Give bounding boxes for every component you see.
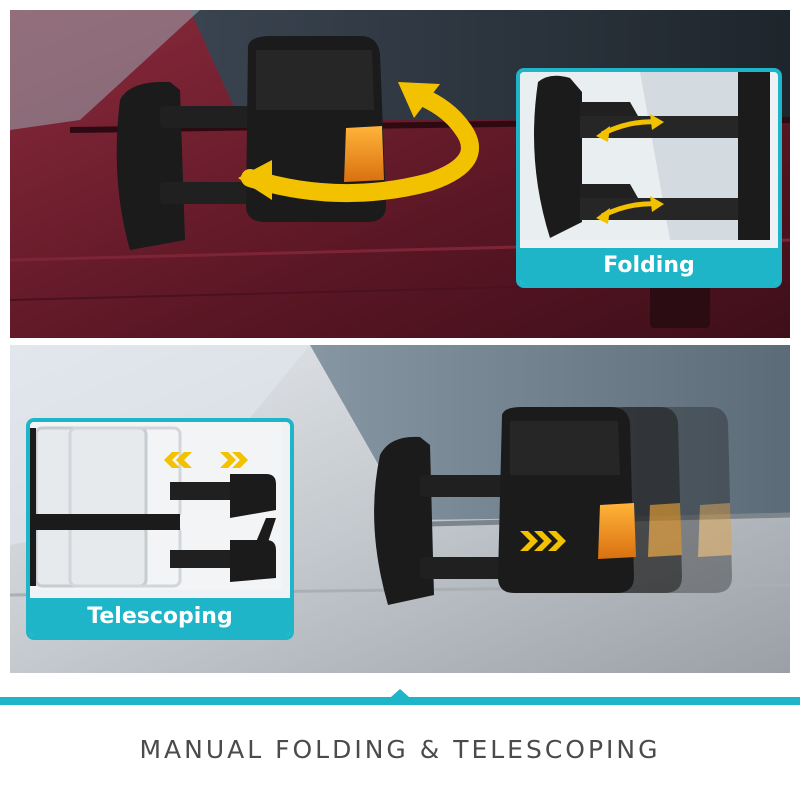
footer-title: MANUAL FOLDING & TELESCOPING <box>139 735 661 764</box>
telescoping-label: Telescoping <box>30 598 290 636</box>
section-divider <box>0 689 800 705</box>
folding-photo: Folding <box>10 10 790 338</box>
telescoping-photo: Telescoping <box>10 345 790 673</box>
double-arrow-icon <box>596 196 664 224</box>
rotate-arrow-icon <box>238 82 479 203</box>
folding-label: Folding <box>520 248 778 284</box>
chevron-left-icon <box>164 452 192 468</box>
chevron-right-icon <box>520 531 566 551</box>
folding-inset: Folding <box>516 68 782 288</box>
chevron-right-icon <box>220 452 248 468</box>
double-arrow-icon <box>596 114 664 142</box>
telescoping-inset: Telescoping <box>26 418 294 640</box>
